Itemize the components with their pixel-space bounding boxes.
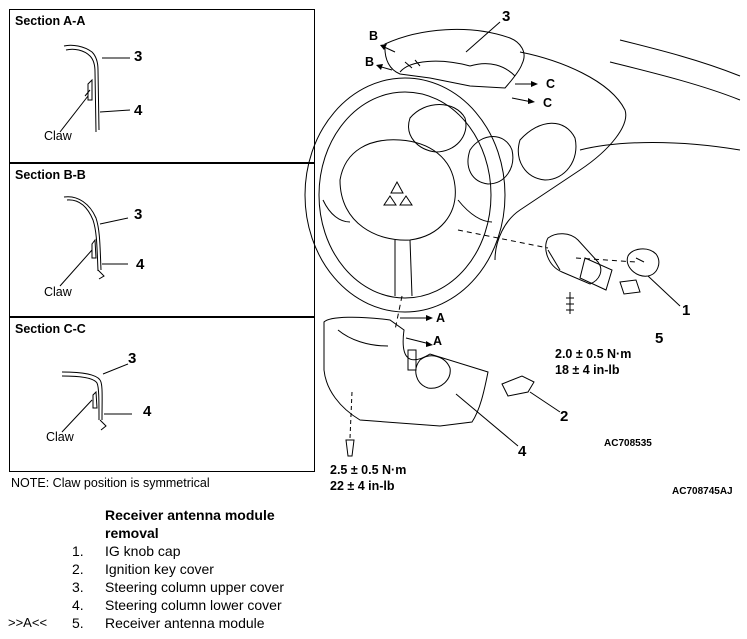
list-item: 2. Ignition key cover: [0, 561, 340, 579]
list-item: 3. Steering column upper cover: [0, 579, 340, 597]
step-number: 4.: [72, 597, 84, 613]
section-b-b-panel: Section B-B 3 4 Claw: [9, 163, 315, 317]
section-a-a-panel: Section A-A 3 4 Claw: [9, 9, 315, 163]
step-number: 2.: [72, 561, 84, 577]
procedure-title: Receiver antenna module removal: [105, 506, 275, 542]
section-arrowheads: [376, 44, 538, 347]
section-arrows: [377, 45, 535, 345]
section-a-a-sketch: [59, 44, 131, 133]
upper-cover-part: [384, 21, 525, 89]
section-b-b-claw-label: Claw: [44, 285, 72, 299]
step-text: Ignition key cover: [105, 561, 214, 577]
list-item: 4. Steering column lower cover: [0, 597, 340, 615]
antenna-module-part: [545, 233, 641, 314]
figure-id-outer: AC708745AJ: [672, 486, 733, 497]
list-item: >>A<< 5. Receiver antenna module: [0, 615, 340, 633]
list-item: 1. IG knob cap: [0, 543, 340, 561]
section-c-c-label-3: 3: [128, 350, 137, 367]
torque-upper: 2.0 ± 0.5 N·m 18 ± 4 in-lb: [555, 346, 631, 378]
procedure-title-line2: removal: [105, 525, 159, 541]
section-c-c-title: Section C-C: [15, 322, 86, 336]
section-c-c-claw-label: Claw: [46, 430, 74, 444]
callout-key-cover: 2: [560, 408, 569, 425]
step-number: 5.: [72, 615, 84, 631]
figure-id-inner: AC708535: [604, 438, 652, 449]
ig-knob-cap-part: [626, 248, 681, 307]
dashboard-outline: [408, 39, 741, 261]
steering-wheel-part: [304, 77, 506, 313]
callout-section-b-lower: B: [365, 55, 375, 69]
assembly-centerlines: [394, 229, 637, 331]
step-reference: >>A<<: [8, 615, 48, 630]
section-a-a-label-3: 3: [134, 48, 143, 65]
section-b-b-title: Section B-B: [15, 168, 86, 182]
section-a-a-claw-label: Claw: [44, 129, 72, 143]
step-number: 1.: [72, 543, 84, 559]
section-b-b-sketch: [59, 196, 129, 287]
section-c-c-panel: Section C-C 3 4 Claw: [9, 317, 315, 472]
callout-antenna-module: 5: [655, 330, 664, 347]
section-b-b-label-3: 3: [134, 206, 143, 223]
torque-lower: 2.5 ± 0.5 N·m 22 ± 4 in-lb: [330, 462, 406, 494]
callout-ig-knob-cap: 1: [682, 302, 691, 319]
procedure-title-line1: Receiver antenna module: [105, 507, 275, 523]
torque-upper-nm: 2.0 ± 0.5 N·m: [555, 347, 632, 361]
torque-lower-inlb: 22 ± 4 in-lb: [330, 479, 395, 493]
section-c-c-sketch: [61, 363, 132, 433]
torque-lower-nm: 2.5 ± 0.5 N·m: [330, 463, 407, 477]
step-text: Steering column upper cover: [105, 579, 284, 595]
torque-upper-inlb: 18 ± 4 in-lb: [555, 363, 620, 377]
callout-lower-cover: 4: [518, 443, 527, 460]
claw-note: NOTE: Claw position is symmetrical: [11, 476, 210, 490]
step-text: Receiver antenna module: [105, 615, 265, 631]
callout-section-a-lower: A: [433, 334, 443, 348]
callout-section-c-lower: C: [543, 96, 553, 110]
step-text: IG knob cap: [105, 543, 181, 559]
step-text: Steering column lower cover: [105, 597, 282, 613]
section-a-a-title: Section A-A: [15, 14, 86, 28]
section-a-a-label-4: 4: [134, 102, 143, 119]
key-cover-part: [501, 375, 561, 413]
callout-section-b-upper: B: [369, 29, 379, 43]
callout-section-a-upper: A: [436, 311, 446, 325]
section-c-c-label-4: 4: [143, 403, 152, 420]
callout-upper-cover: 3: [502, 8, 511, 25]
step-number: 3.: [72, 579, 84, 595]
callout-section-c-upper: C: [546, 77, 556, 91]
section-b-b-label-4: 4: [136, 256, 145, 273]
lower-cover-part: [323, 316, 519, 457]
